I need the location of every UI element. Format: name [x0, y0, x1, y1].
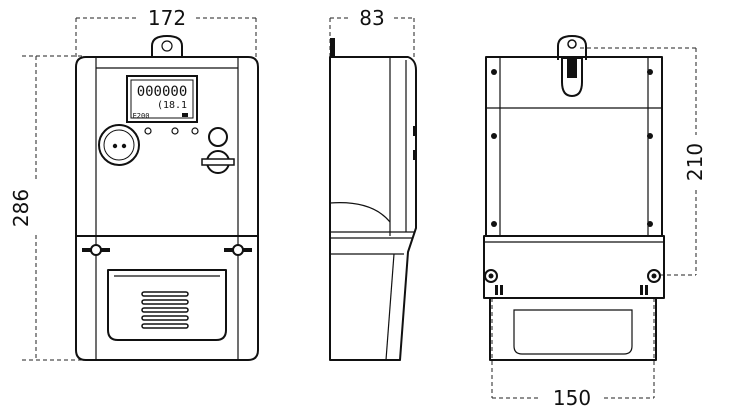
optical-port: [98, 124, 140, 166]
front-width-dimension: 172: [75, 5, 257, 58]
back-view: 210 150: [483, 35, 707, 410]
led-left: [144, 127, 152, 135]
front-width-label: 172: [148, 6, 186, 30]
lcd-display: 000000 (18.1 E200: [126, 75, 198, 123]
lcd-status-icon: [182, 113, 188, 117]
cover-window: [107, 269, 227, 341]
lcd-line2: (18.1: [157, 100, 187, 111]
back-width-dimension: 150: [491, 298, 655, 410]
side-depth-dimension: 83: [329, 5, 415, 60]
side-body: [329, 56, 417, 361]
front-view: 172 286 000000 (18.1 E200: [9, 5, 259, 361]
back-height-dimension: 210: [580, 47, 707, 276]
front-height-label: 286: [9, 189, 33, 227]
back-upper-plate: [485, 56, 663, 237]
side-view: 83: [329, 5, 417, 361]
back-lower-cover: [489, 297, 657, 361]
led-right: [191, 127, 199, 135]
lcd-line3: E200: [133, 112, 150, 120]
back-clips: [495, 285, 648, 295]
back-hook: [557, 35, 587, 97]
back-terminal-screws: [484, 269, 661, 283]
back-mounting-screws: [491, 69, 653, 227]
back-width-label: 150: [553, 386, 591, 410]
lcd-main-reading: 000000: [137, 84, 188, 100]
vent-slots: [141, 291, 189, 329]
front-hook: [151, 35, 183, 57]
front-height-dimension: 286: [9, 55, 82, 361]
led-middle: [171, 127, 179, 135]
back-terminal-band: [483, 235, 665, 299]
seal-screws: [82, 244, 252, 256]
side-depth-label: 83: [359, 6, 384, 30]
back-height-label: 210: [683, 143, 707, 181]
side-hook: [330, 38, 335, 58]
front-terminal-cover: [75, 235, 259, 361]
push-buttons: [201, 127, 235, 174]
